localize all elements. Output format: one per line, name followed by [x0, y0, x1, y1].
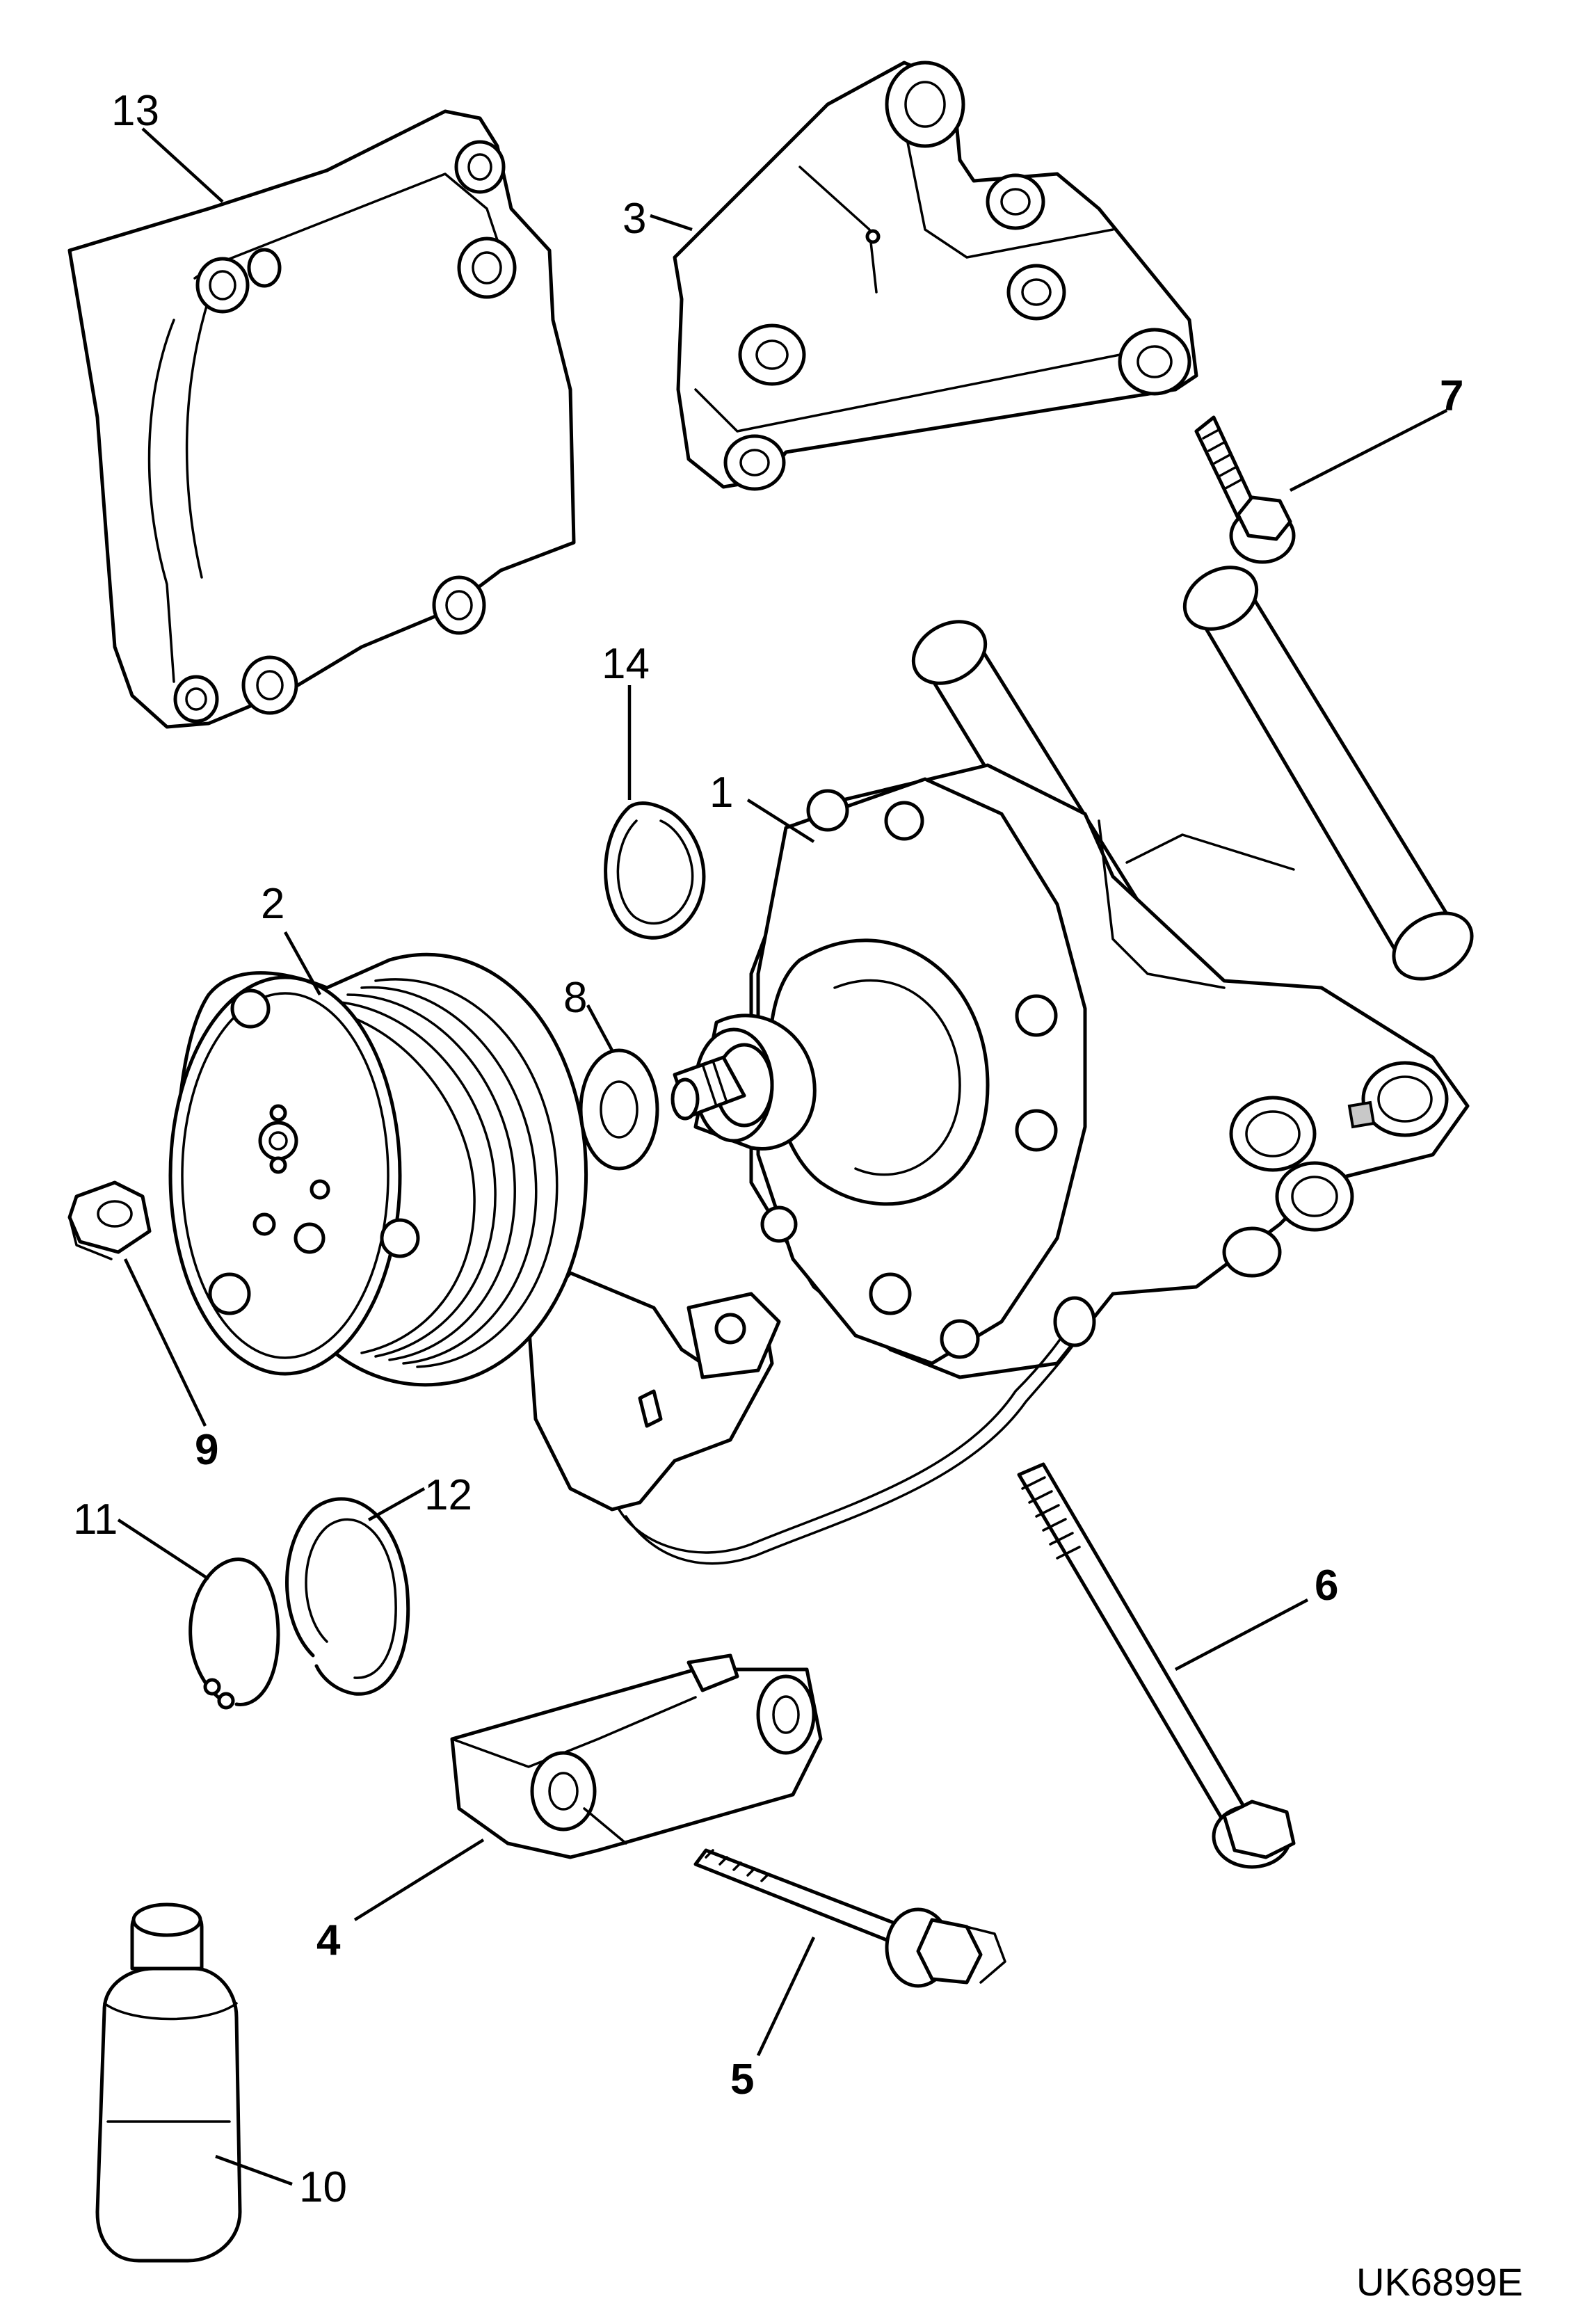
callout-8: 8 [563, 974, 587, 1022]
callout-10: 10 [299, 2163, 347, 2211]
callout-5: 5 [730, 2055, 754, 2103]
leader-13 [141, 127, 224, 203]
callout-2: 2 [261, 880, 284, 928]
part-3-mounting-bracket [673, 61, 1198, 491]
part-5-bolt [693, 1848, 1006, 1988]
reference-code: UK6899E [1356, 2260, 1523, 2304]
part-4-lower-bracket [450, 1653, 823, 1859]
part-14-o-ring [604, 801, 706, 940]
part-11-circlip [188, 1557, 280, 1710]
part-10-oil-bottle [95, 1902, 242, 2263]
leader-9 [123, 1258, 207, 1427]
callout-13: 13 [111, 87, 159, 135]
leader-2 [284, 931, 321, 996]
part-7-bolt [1194, 415, 1296, 564]
callout-4: 4 [316, 1916, 341, 1964]
leader-4 [353, 1838, 485, 1921]
callout-7: 7 [1440, 372, 1463, 420]
leader-11 [117, 1518, 210, 1580]
leader-12 [367, 1487, 426, 1521]
leader-10 [215, 2154, 293, 2186]
part-8-shim [579, 1048, 659, 1171]
callout-12: 12 [424, 1471, 472, 1519]
part-12-snap-ring [285, 1497, 410, 1696]
callout-1: 1 [709, 769, 733, 817]
leader-lines [117, 127, 1448, 2186]
leader-7 [1289, 408, 1448, 492]
callout-9: 9 [195, 1426, 218, 1474]
part-13-heat-shield [67, 109, 576, 729]
callout-14: 14 [602, 640, 650, 688]
callout-6: 6 [1315, 1562, 1338, 1610]
leader-6 [1174, 1598, 1309, 1671]
part-9-nut [67, 1180, 152, 1260]
part-6-long-bolt [1017, 1462, 1296, 1869]
leader-8 [586, 1004, 613, 1052]
leader-3 [650, 214, 693, 232]
part-2-clutch-pulley [168, 952, 588, 1387]
leader-1 [746, 799, 815, 843]
callout-labels: 13 3 7 14 1 2 8 9 11 12 6 4 5 10 UK6899E [73, 87, 1523, 2304]
leader-5 [756, 1937, 816, 2056]
callout-3: 3 [623, 195, 646, 243]
callout-11: 11 [73, 1496, 118, 1544]
part-1-compressor [527, 566, 1474, 1565]
